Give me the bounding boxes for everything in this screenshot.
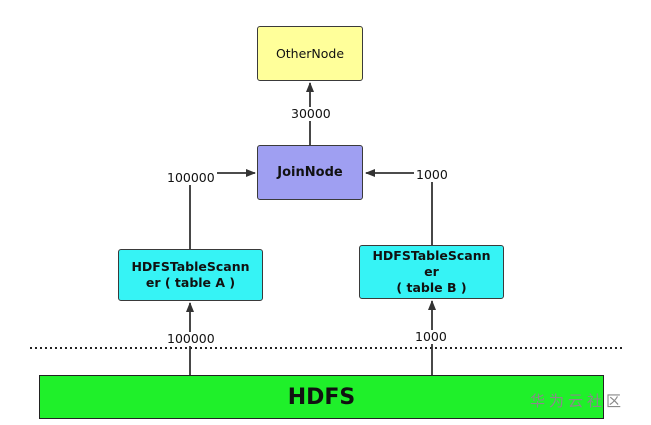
scan-b-label-line2: er: [424, 264, 439, 279]
scan-node-table-b: HDFSTableScann er ( table B ): [359, 245, 504, 299]
edge-label-hdfs-to-scanB: 1000: [413, 329, 449, 344]
join-node-label: JoinNode: [277, 165, 343, 180]
scan-node-table-a: HDFSTableScann er ( table A ): [118, 249, 263, 301]
hdfs-storage-bar: HDFS: [39, 375, 604, 419]
other-node-label: OtherNode: [275, 46, 345, 61]
join-node: JoinNode: [257, 145, 363, 200]
watermark-text: 华为云社区: [530, 392, 626, 410]
hdfs-label: HDFS: [287, 384, 356, 410]
edge-label-join-to-other: 30000: [289, 106, 333, 121]
scan-a-label-line1: HDFSTableScann: [131, 259, 250, 274]
edge-label-scanA-to-join: 100000: [165, 170, 217, 185]
scan-a-label-line2: er ( table A ): [145, 275, 236, 290]
edge-scanB-to-join: [365, 169, 433, 245]
edge-label-scanB-to-join: 1000: [414, 167, 450, 182]
scan-b-label-line3: ( table B ): [396, 280, 467, 295]
scan-b-label-line1: HDFSTableScann: [372, 248, 491, 263]
edge-label-hdfs-to-scanA: 100000: [165, 331, 217, 346]
other-node: OtherNode: [257, 26, 363, 81]
